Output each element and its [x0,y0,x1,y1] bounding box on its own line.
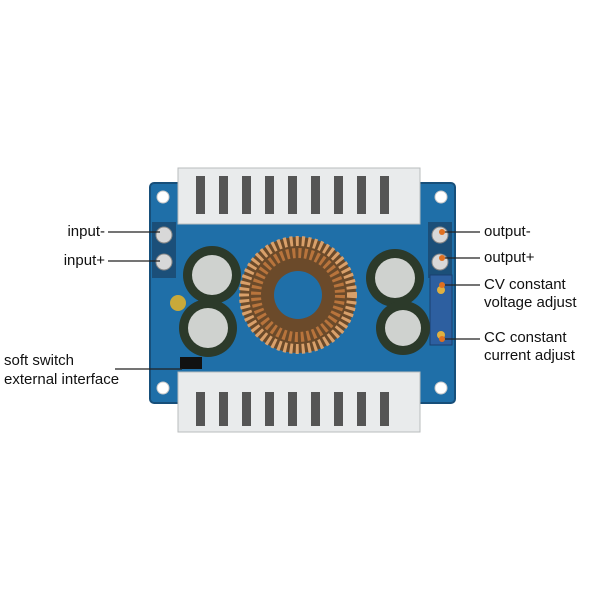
input-terminals [152,222,176,278]
heatsink-bottom [177,371,421,433]
leader-lines [108,231,480,370]
label-input-plus: input+ [63,252,105,269]
soft-switch-header [180,357,202,369]
label-cc-line2: current adjust [484,347,575,364]
label-cv-line2: voltage adjust [484,294,577,311]
label-cc-line1: CC constant [484,329,567,346]
heatsink-top [177,167,421,225]
leader-dots [439,229,445,342]
label-output-plus: output+ [484,249,535,266]
capacitors [170,246,430,357]
label-cv-line1: CV constant [484,276,566,293]
label-soft-switch-line1: soft switch [4,352,75,369]
inductor-coil [239,236,357,354]
label-soft-switch-line2: external interface [4,371,120,388]
label-output-minus: output- [484,223,531,240]
potentiometers [429,274,453,346]
label-input-minus: input- [67,223,105,240]
mounting-holes [156,190,448,395]
output-terminals [428,222,452,278]
